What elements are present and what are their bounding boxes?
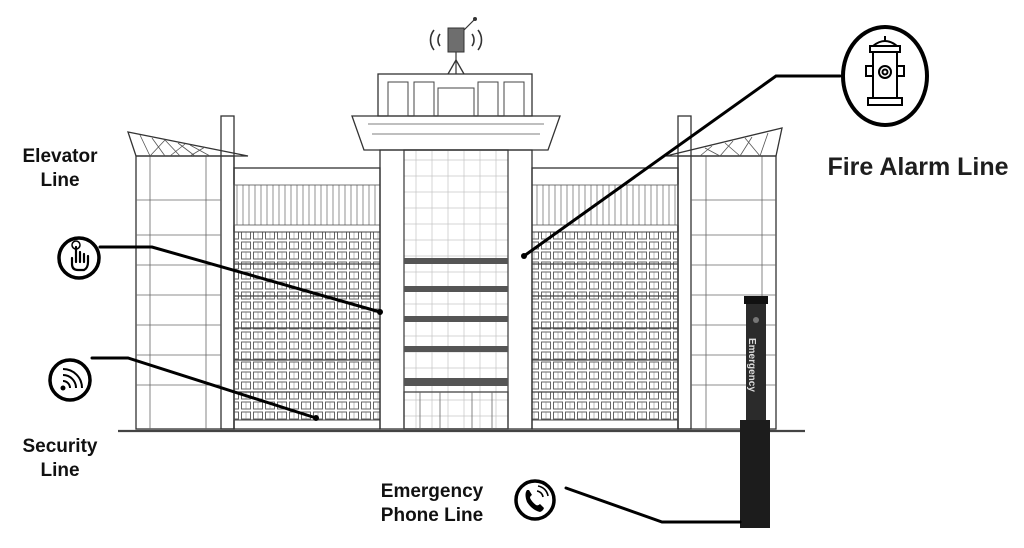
- security-line-label: Security Line: [8, 435, 112, 483]
- phone-label-line2: Phone Line: [380, 504, 484, 526]
- fire-hydrant-icon: [841, 25, 929, 127]
- security-label-line1: Security: [22, 436, 98, 457]
- security-connector: [90, 356, 318, 420]
- antenna-signal-icon: [429, 17, 483, 53]
- elevator-connector: [98, 245, 382, 314]
- fire-alarm-line-label: Fire Alarm Line: [827, 153, 1009, 181]
- phone-ringing-icon: [514, 479, 556, 521]
- phone-connector: [564, 486, 742, 524]
- hand-press-icon: [57, 236, 101, 280]
- elevator-label-line2: Line: [40, 169, 80, 191]
- card-reader-signal-icon: [48, 358, 92, 402]
- connector-lines: [90, 74, 842, 524]
- elevator-label-line1: Elevator: [22, 146, 98, 167]
- building: [118, 52, 805, 433]
- rooftop-structure: [377, 73, 533, 117]
- call-box-text: Emergency: [746, 338, 757, 392]
- fire-connector: [522, 74, 842, 258]
- phone-label-line1: Emergency: [380, 481, 484, 502]
- emergency-phone-line-label: Emergency Phone Line: [362, 480, 502, 528]
- emergency-call-box: Emergency: [740, 296, 770, 528]
- security-label-line2: Line: [40, 459, 80, 481]
- elevator-line-label: Elevator Line: [8, 145, 112, 193]
